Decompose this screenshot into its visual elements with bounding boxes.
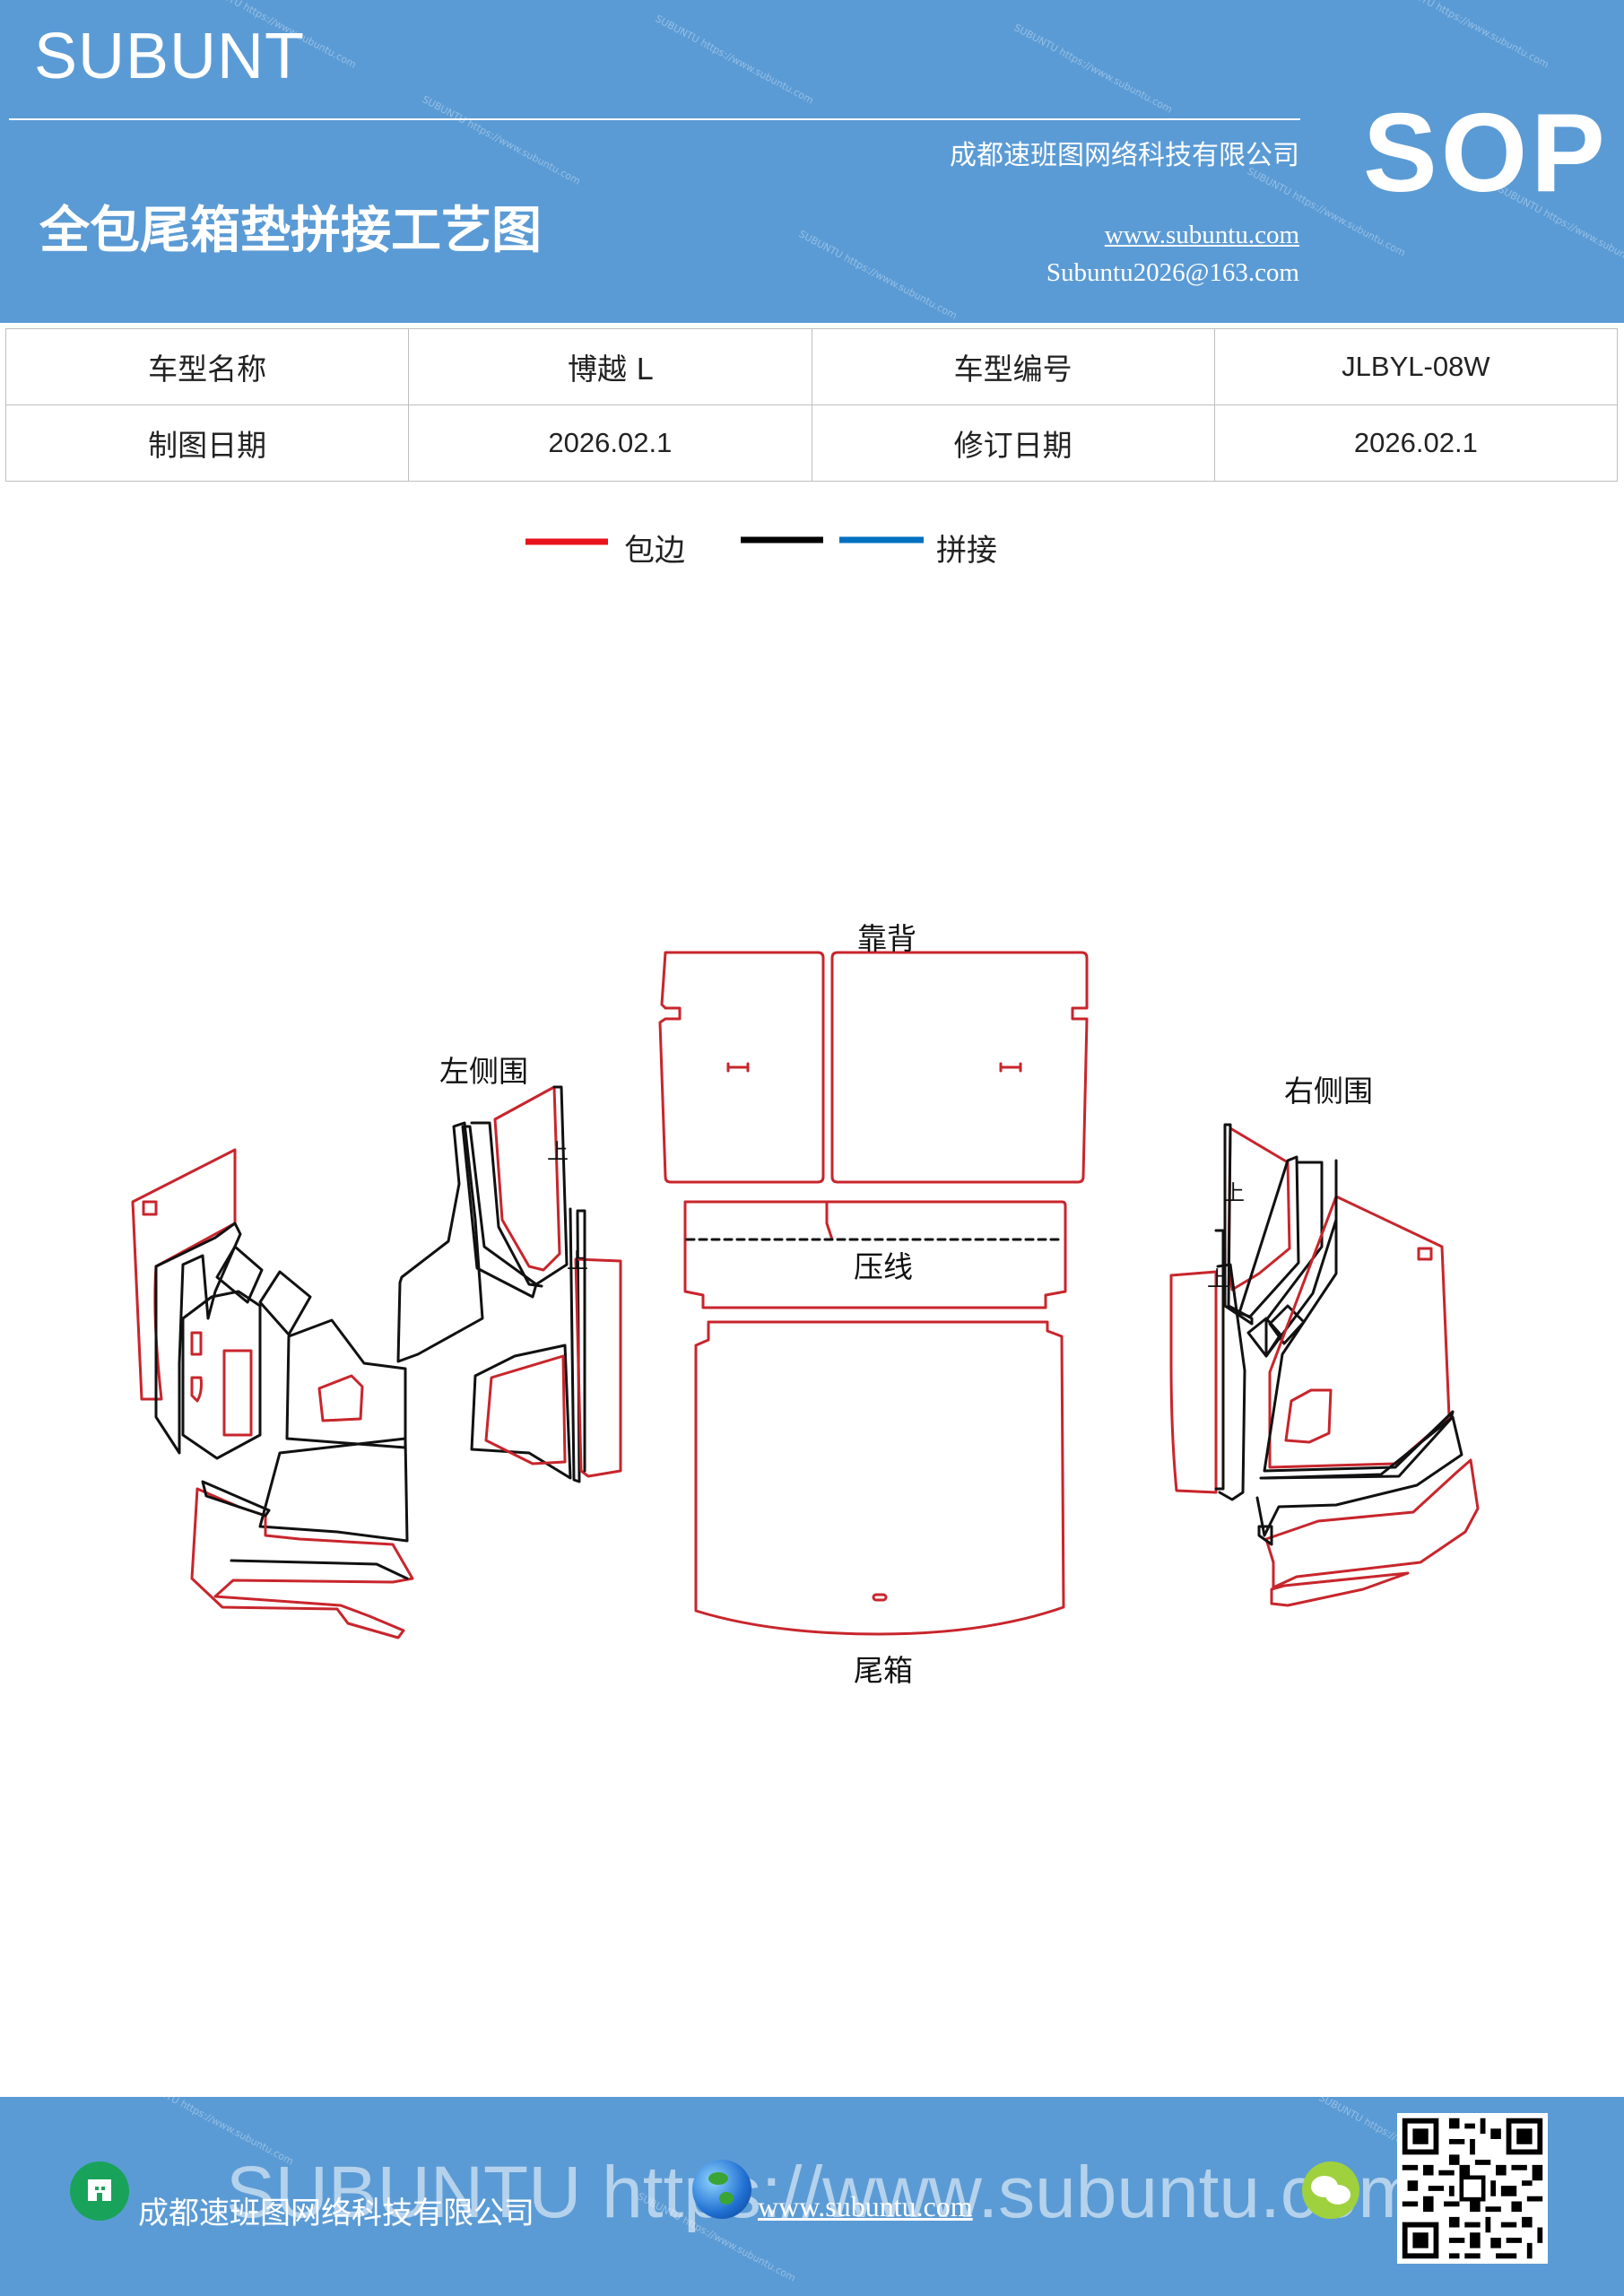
left-side-cutout xyxy=(222,1349,253,1437)
brand-name: SUBUNT xyxy=(34,21,306,92)
table-cell: 车型编号 xyxy=(811,328,1215,405)
watermark: SUBUNTU https://www.subuntu.com xyxy=(1012,22,1175,116)
watermark: SUBUNTU https://www.subuntu.com xyxy=(420,93,583,187)
table-cell: 制图日期 xyxy=(4,404,410,482)
legend-label-seam: 拼接 xyxy=(936,533,997,569)
left-lower-panel xyxy=(190,1487,414,1639)
watermark: SUBUNTU https://www.subuntu.com xyxy=(1388,0,1551,71)
right-side-upper-panel xyxy=(1227,1126,1291,1292)
label-up-mark: 上 xyxy=(1223,1180,1245,1205)
left-side-seam xyxy=(534,1085,569,1286)
table-cell: 修订日期 xyxy=(811,404,1215,482)
right-lower-panel xyxy=(1264,1458,1480,1589)
left-side-seam-panel xyxy=(396,1121,484,1363)
company-name: 成都速班图网络科技有限公司 xyxy=(950,140,1299,171)
right-side-seam-pieces xyxy=(1246,1304,1306,1358)
right-lower-seam xyxy=(1257,1525,1273,1546)
mat-layout-diagram xyxy=(131,951,1480,1639)
right-side-cutout xyxy=(1284,1388,1333,1444)
label-backrest: 靠背 xyxy=(857,921,916,956)
table-cell: 2026.02.1 xyxy=(1213,404,1619,482)
email-address[interactable]: Subuntu2026@163.com xyxy=(1046,258,1299,287)
backrest-right-panel xyxy=(830,951,1089,1184)
table-cell: 车型名称 xyxy=(4,328,410,405)
right-side-edge-panel xyxy=(1169,1270,1218,1494)
right-side-hole xyxy=(1417,1247,1433,1261)
right-lower-panel xyxy=(1270,1571,1410,1607)
right-side-seam xyxy=(1214,1229,1225,1491)
left-side-cutout xyxy=(317,1374,364,1422)
label-left-side: 左侧围 xyxy=(439,1054,528,1089)
footer-banner: SUBUNTU https://www.subuntu.com SUBUNTU … xyxy=(0,2097,1624,2296)
legend-label-edge: 包边 xyxy=(624,533,685,569)
left-lower-seam xyxy=(230,1559,409,1580)
qr-code xyxy=(1397,2113,1548,2264)
trunk-mark xyxy=(872,1593,888,1602)
left-lower-seam xyxy=(201,1480,271,1518)
vehicle-info-table: 车型名称 博越 L 车型编号 JLBYL-08W 制图日期 2026.02.1 … xyxy=(4,328,1619,482)
trunk-floor-panel xyxy=(694,1320,1065,1636)
right-side-seam xyxy=(1264,1159,1338,1358)
left-side-hole xyxy=(142,1200,158,1216)
left-side-seam-panel xyxy=(154,1222,242,1455)
crease-strip xyxy=(683,1200,1067,1309)
table-cell: 2026.02.1 xyxy=(408,404,812,482)
left-side-edge-panel xyxy=(574,1257,622,1478)
table-row: 车型名称 博越 L 车型编号 JLBYL-08W xyxy=(4,328,1619,405)
header-divider xyxy=(9,118,1300,120)
watermark: SUBUNTU https://www.subuntu.com xyxy=(653,13,816,107)
building-icon xyxy=(70,2161,129,2221)
globe-icon xyxy=(692,2160,751,2219)
left-side-seam-panel xyxy=(285,1318,407,1449)
label-right-side: 右侧围 xyxy=(1284,1074,1373,1109)
right-side-seam xyxy=(1259,1195,1455,1480)
left-side-upper-panel xyxy=(493,1085,561,1272)
footer-company-name: 成都速班图网络科技有限公司 xyxy=(138,2196,534,2231)
left-side-strip xyxy=(470,1121,543,1288)
table-row: 制图日期 2026.02.1 修订日期 2026.02.1 xyxy=(4,404,1619,482)
backrest-mark xyxy=(726,1062,750,1073)
right-side-seam xyxy=(1223,1123,1254,1326)
label-up-mark: 上 xyxy=(547,1139,569,1164)
backrest-mark xyxy=(999,1062,1022,1073)
left-side-seam-panel xyxy=(258,1437,409,1543)
table-cell: 博越 L xyxy=(408,328,812,405)
sop-badge: SOP xyxy=(1363,91,1609,215)
left-side-seam xyxy=(576,1209,586,1473)
label-crease: 压线 xyxy=(854,1249,913,1284)
document-title: 全包尾箱垫拼接工艺图 xyxy=(39,201,542,260)
label-trunk: 尾箱 xyxy=(854,1653,913,1688)
label-up-mark: 上 xyxy=(1207,1266,1229,1292)
website-link[interactable]: www.subuntu.com xyxy=(1104,221,1299,249)
right-side-seam xyxy=(1238,1155,1300,1318)
wechat-icon xyxy=(1302,2161,1359,2219)
crease-split xyxy=(825,1200,834,1241)
left-side-cutout xyxy=(484,1354,567,1465)
footer-website-link[interactable]: www.subuntu.com xyxy=(758,2190,973,2222)
legend-swatches xyxy=(525,536,924,545)
watermark: SUBUNTU https://www.subuntu.com xyxy=(796,228,960,322)
left-side-seam-panel xyxy=(470,1344,572,1480)
footer-watermark: SUBUNTU https://www.subuntu.com xyxy=(226,2152,1420,2233)
right-side-strip xyxy=(1216,1263,1246,1501)
table-cell: JLBYL-08W xyxy=(1213,328,1619,405)
left-side-seam-pieces xyxy=(215,1245,312,1336)
left-side-seam-panel xyxy=(181,1290,262,1460)
left-side-holes xyxy=(190,1331,203,1403)
backrest-left-panel xyxy=(658,951,825,1184)
label-up-mark: 上 xyxy=(567,1248,588,1274)
header-banner: SUBUNTU https://www.subuntu.com SUBUNTU … xyxy=(0,0,1624,323)
